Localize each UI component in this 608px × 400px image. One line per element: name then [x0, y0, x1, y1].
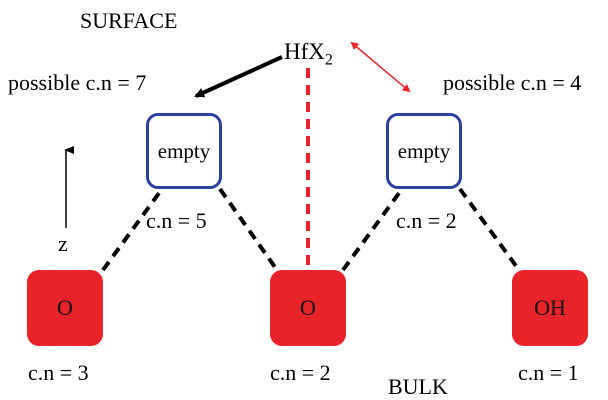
bulk-site-o-center-cn: c.n = 2 [270, 360, 331, 385]
empty-site-right-cn: c.n = 2 [396, 208, 457, 233]
empty-site-label: empty [157, 138, 211, 163]
empty-site-left-cn: c.n = 5 [146, 208, 207, 233]
empty-site-left: empty [146, 113, 222, 189]
bulk-site-label: O [57, 295, 73, 320]
bulk-site-o-left: O [27, 270, 103, 346]
bulk-site-o-left-cn: c.n = 3 [28, 360, 89, 385]
empty-site-right: empty [386, 113, 462, 189]
precursor-label: HfX2 [284, 40, 333, 69]
black-arrow [194, 55, 283, 98]
bulk-label: BULK [388, 374, 448, 399]
bond-o2-empty2 [341, 187, 404, 272]
red-double-arrow [350, 41, 411, 93]
bulk-site-o-center: O [270, 270, 346, 346]
precursor-base: HfX [284, 39, 325, 64]
possible-cn-left: possible c.n = 7 [8, 70, 147, 95]
bulk-site-oh-right-cn: c.n = 1 [518, 360, 579, 385]
precursor-subscript: 2 [324, 51, 333, 69]
z-axis-label: z [58, 231, 68, 256]
bond-empty1-o2 [218, 187, 279, 272]
possible-cn-right: possible c.n = 4 [443, 70, 582, 95]
surface-label: SURFACE [80, 8, 178, 33]
bulk-site-label: O [300, 295, 316, 320]
bulk-site-label: OH [534, 295, 566, 320]
bulk-site-oh-right: OH [512, 270, 588, 346]
empty-site-label: empty [397, 138, 451, 163]
bond-empty2-oh [458, 187, 521, 272]
